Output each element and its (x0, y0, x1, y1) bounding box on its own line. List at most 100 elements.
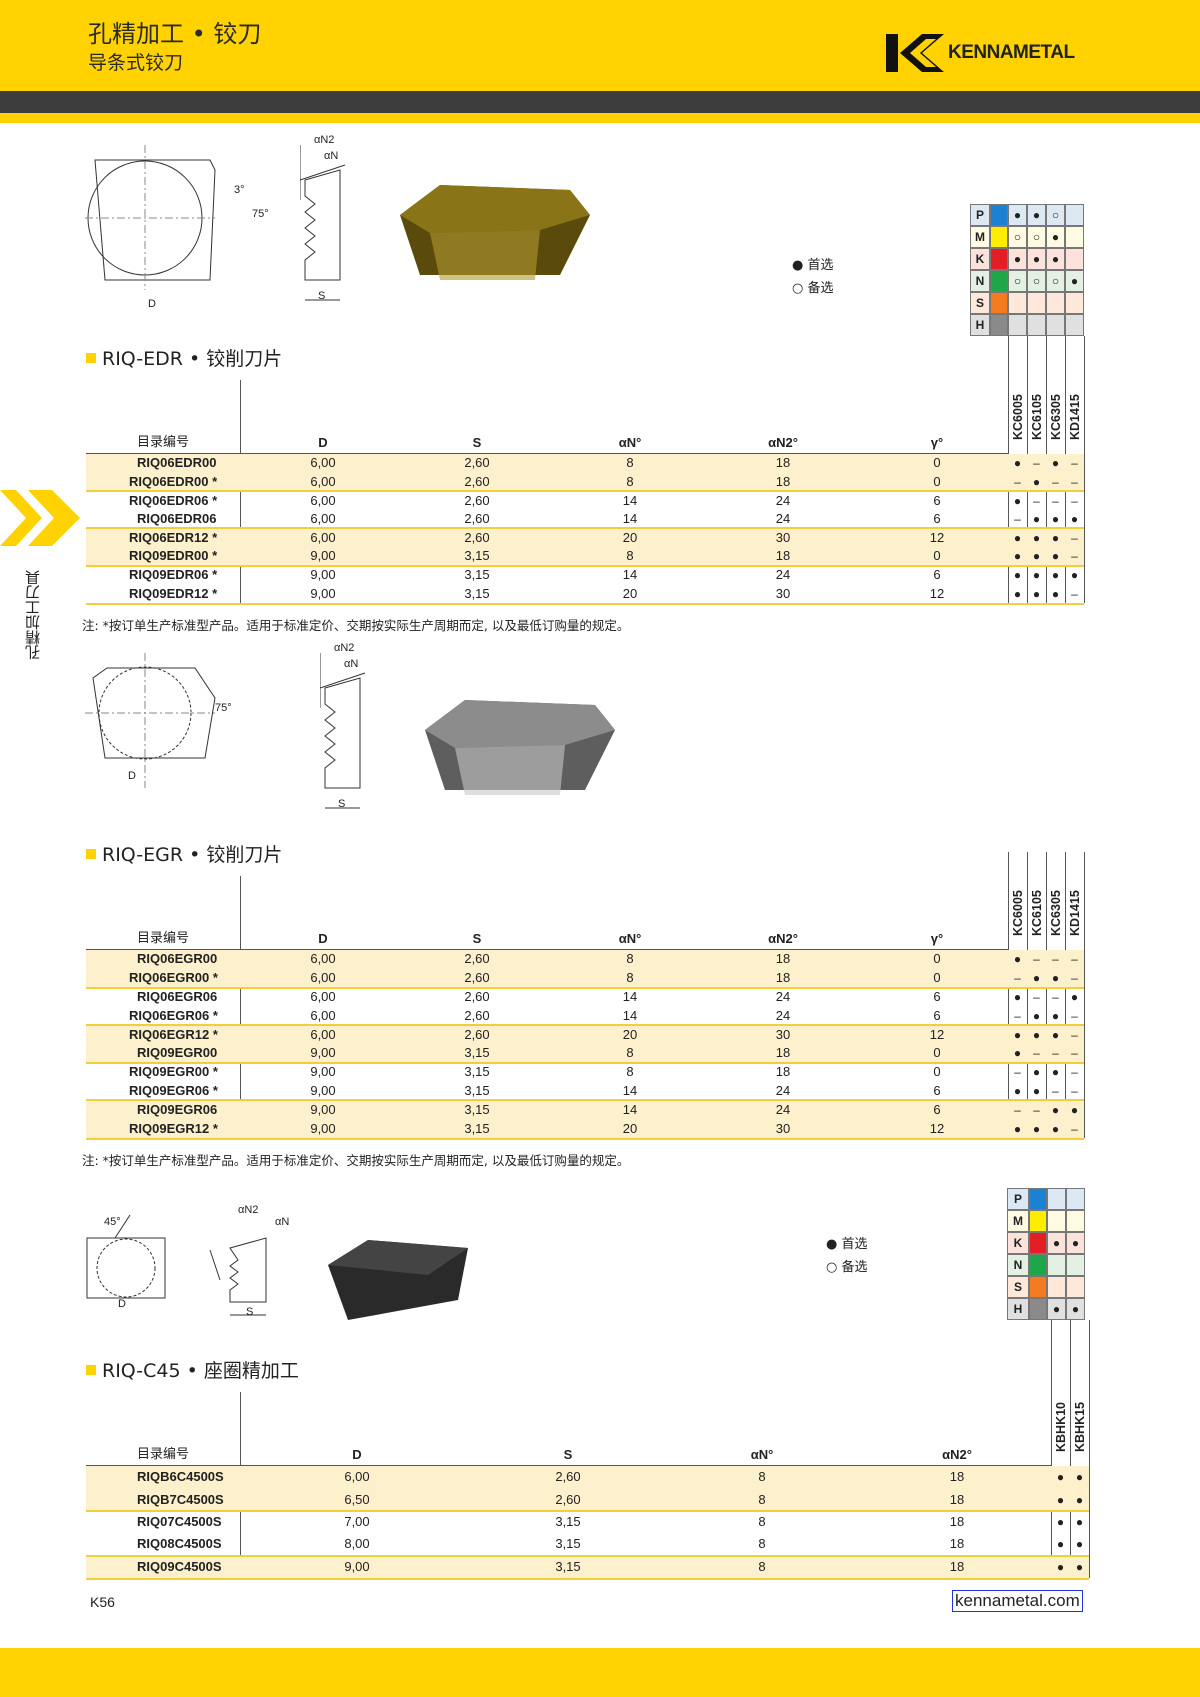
material-color-swatch (1029, 1232, 1047, 1254)
catalog-number[interactable]: RIQ06EDR00 (137, 455, 217, 471)
table-cell: 24 (775, 1101, 791, 1117)
dimension-s-label: S (246, 1306, 254, 1318)
grade-header-KBHK10: KBHK10 (1054, 1401, 1068, 1452)
table-cell: 8 (758, 1469, 766, 1485)
grade-availability: – (1071, 952, 1078, 967)
grade-availability: ● (1070, 512, 1079, 527)
grade-availability: – (1071, 971, 1078, 986)
table-cell: 3,15 (555, 1536, 581, 1552)
table-bottom-line (86, 602, 1084, 605)
catalog-number[interactable]: RIQ09EGR00 (137, 1045, 218, 1061)
table-cell: 20 (622, 1120, 638, 1136)
grade-availability: ● (1075, 1492, 1084, 1507)
grade-availability: – (1071, 1008, 1078, 1023)
page-number: K56 (90, 1594, 115, 1610)
kennametal-k-icon (886, 34, 944, 72)
material-color-swatch (990, 270, 1008, 292)
table-cell: 9,00 (310, 566, 336, 582)
group-separator (86, 527, 1084, 530)
table-cell: 2,60 (464, 473, 490, 489)
grade-availability: – (1071, 493, 1078, 508)
table-cell: 24 (775, 566, 791, 582)
table-cell: 18 (949, 1558, 965, 1574)
table-cell: 6 (933, 989, 941, 1004)
table-cell: 30 (775, 1120, 791, 1136)
grade-column-line (1084, 852, 1085, 1138)
catalog-number[interactable]: RIQ09EDR12 * (129, 585, 218, 601)
header-underline (86, 949, 1008, 950)
table-cell: 3,15 (464, 1120, 490, 1136)
grade-availability: – (1014, 474, 1021, 489)
website-link[interactable]: kennametal.com (952, 1590, 1083, 1612)
grade-availability: ● (1056, 1515, 1065, 1529)
column-header: 目录编号 (136, 931, 189, 946)
title-marker (86, 352, 96, 363)
table-cell: 2,60 (464, 951, 490, 967)
catalog-number[interactable]: RIQ06EGR00 (137, 951, 218, 967)
angle-75-label: 75° (252, 208, 269, 220)
table-cell: 8 (626, 455, 634, 471)
grade-header-KC6305: KC6305 (1049, 890, 1063, 936)
catalog-number[interactable]: RIQB6C4500S (137, 1469, 224, 1485)
grade-availability: – (1071, 474, 1078, 489)
dimension-s-label: S (318, 290, 326, 302)
catalog-number[interactable]: RIQ09C4500S (137, 1558, 222, 1574)
catalog-number[interactable]: RIQ06EDR00 * (129, 473, 218, 489)
material-color-swatch (990, 204, 1008, 226)
grade-availability: – (1071, 1065, 1078, 1080)
material-suitability-cell: ○ (1046, 204, 1065, 226)
catalog-number[interactable]: RIQ06EDR12 * (129, 529, 218, 545)
catalog-number[interactable]: RIQ06EGR00 * (129, 970, 218, 986)
catalog-number[interactable]: RIQ07C4500S (137, 1514, 222, 1529)
grade-availability: ● (1075, 1559, 1084, 1574)
table-cell: 18 (949, 1514, 965, 1529)
table-cell: 24 (775, 1007, 791, 1023)
table-cell: 18 (949, 1469, 965, 1485)
group-separator (86, 1554, 1089, 1557)
table-cell: 8 (758, 1491, 766, 1507)
catalog-number[interactable]: RIQ06EGR06 * (129, 1007, 218, 1023)
catalog-number[interactable]: RIQ06EDR06 (137, 511, 217, 527)
catalog-number[interactable]: RIQ09EGR00 * (129, 1064, 218, 1080)
grade-availability: ● (1032, 567, 1041, 582)
grade-column-line (1089, 1320, 1090, 1578)
table-cell: 18 (775, 951, 791, 967)
grade-availability: – (1052, 474, 1059, 489)
catalog-number[interactable]: RIQ09EGR12 * (129, 1120, 218, 1136)
grade-availability: – (1071, 1121, 1078, 1136)
section-title: RIQ-C45 • 座圈精加工 (86, 1356, 299, 1383)
material-code-S: S (970, 292, 990, 314)
grade-availability: ● (1056, 1470, 1065, 1485)
material-code-K: K (970, 248, 990, 270)
table-cell: 9,00 (310, 548, 336, 564)
grade-availability: ● (1013, 567, 1022, 582)
catalog-number[interactable]: RIQ09EGR06 * (129, 1083, 218, 1098)
catalog-number[interactable]: RIQ09EDR00 * (129, 548, 218, 564)
table-cell: 12 (929, 529, 945, 545)
grade-availability: – (1071, 456, 1078, 471)
material-suitability-cell: ● (1008, 248, 1027, 270)
grade-availability: ● (1032, 474, 1041, 489)
grade-header-KC6105: KC6105 (1030, 394, 1044, 440)
material-suitability-cell (1065, 314, 1084, 336)
catalog-number[interactable]: RIQ06EDR06 * (129, 492, 218, 508)
grade-availability: – (1071, 586, 1078, 601)
catalog-number[interactable]: RIQ06EGR12 * (129, 1026, 218, 1042)
catalog-number[interactable]: RIQ09EDR06 * (129, 566, 218, 582)
grade-availability: ● (1051, 1121, 1060, 1136)
alpha-n-label: αN (275, 1216, 290, 1228)
side-tab-label: 孔精加工刀具 (24, 570, 42, 660)
catalog-number[interactable]: RIQ09EGR06 (137, 1101, 218, 1117)
material-color-swatch (1029, 1188, 1047, 1210)
material-suitability-cell: ● (1027, 248, 1046, 270)
material-suitability-cell (1065, 226, 1084, 248)
angle-3-label: 3° (234, 184, 245, 196)
material-code-P: P (970, 204, 990, 226)
catalog-number[interactable]: RIQB7C4500S (137, 1491, 224, 1507)
material-suitability-cell: ● (1065, 270, 1084, 292)
table-cell: 6,00 (310, 951, 336, 967)
table-cell: 18 (775, 1045, 791, 1061)
grade-availability: ● (1070, 1102, 1079, 1117)
catalog-number[interactable]: RIQ08C4500S (137, 1536, 222, 1552)
catalog-number[interactable]: RIQ06EGR06 (137, 989, 218, 1004)
